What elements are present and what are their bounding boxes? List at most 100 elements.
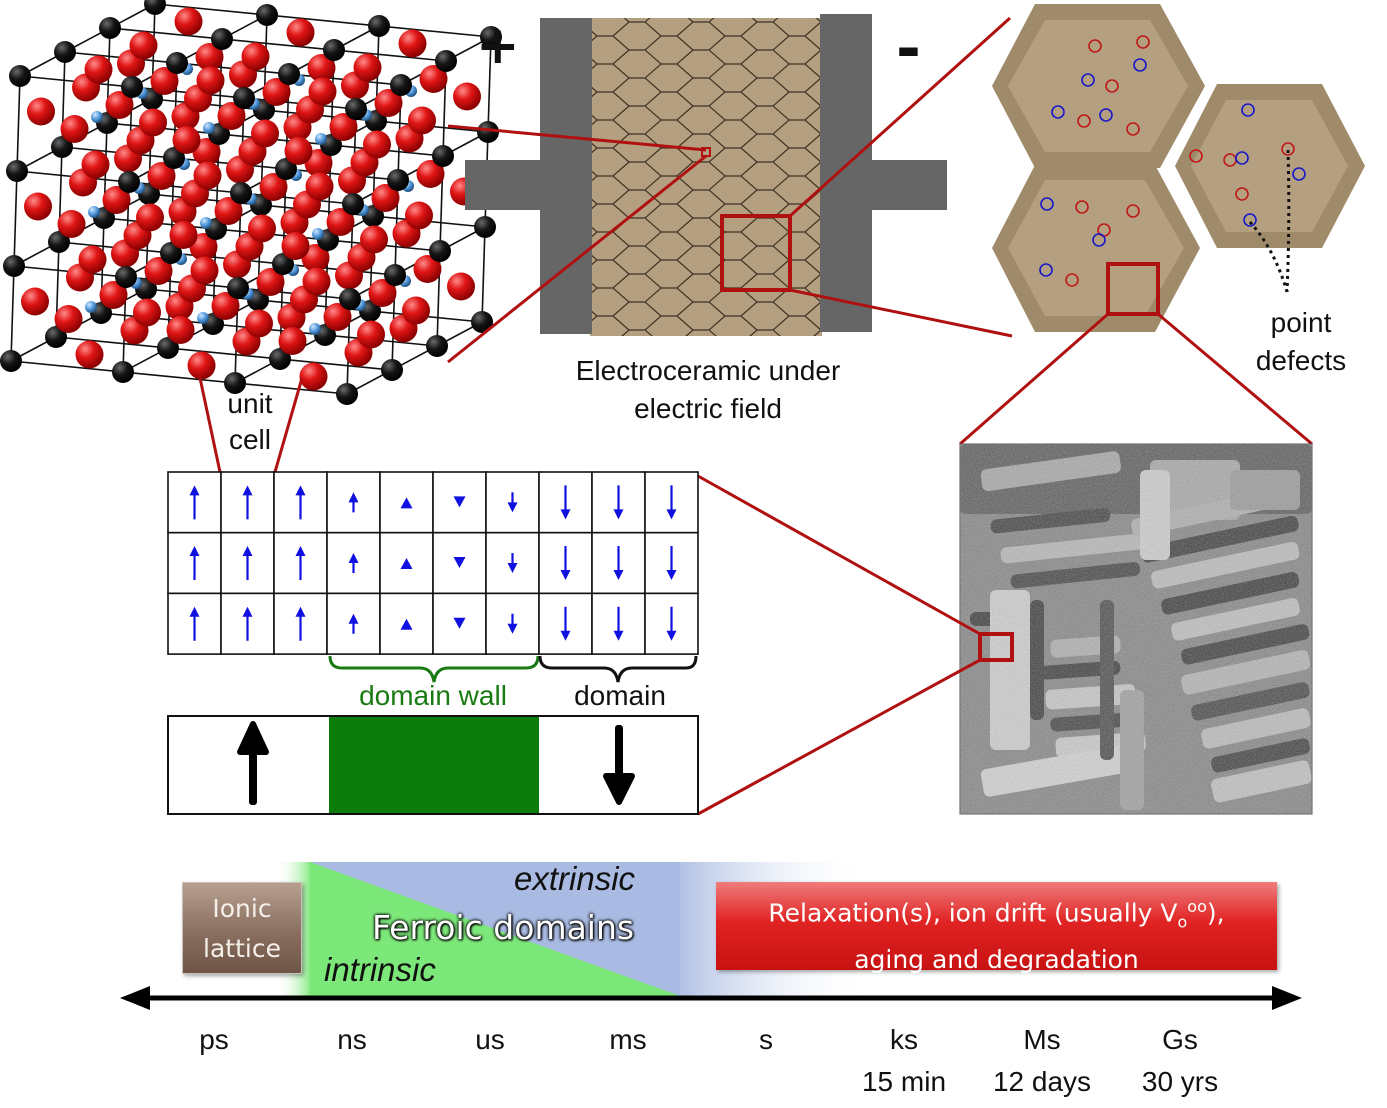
point-defects: [1039, 35, 1306, 287]
atom-black: [384, 264, 406, 286]
defect-red: [1075, 200, 1089, 214]
defect-red: [1235, 187, 1249, 201]
dipole-down-arrow-icon: [613, 606, 624, 641]
atom-black: [471, 311, 493, 333]
atom-red: [368, 279, 397, 307]
atom-red: [195, 43, 224, 71]
dipole-up-arrow-icon: [189, 546, 200, 581]
defect-blue: [1081, 73, 1095, 87]
tick-ps: ps: [154, 1022, 274, 1058]
atom-black: [48, 231, 70, 253]
electrode-right: [820, 14, 872, 332]
tick-label: s: [759, 1024, 773, 1055]
defect-blue: [1241, 103, 1255, 117]
relax-sub: o: [1177, 912, 1188, 932]
dipole-up-arrow-icon: [295, 606, 306, 641]
atom-red: [305, 172, 334, 201]
dipole-down-arrow-icon: [507, 553, 518, 574]
atom-red: [193, 161, 222, 190]
atom-red: [169, 221, 198, 249]
atom-black: [269, 348, 291, 370]
electroceramic-line1: Electroceramic under: [575, 355, 841, 386]
tick-label: ks: [890, 1024, 918, 1055]
relax-sup: oo: [1187, 897, 1207, 916]
atom-red: [419, 65, 448, 93]
dipole-up-arrow-icon: [295, 485, 306, 520]
intrinsic-band: [310, 862, 680, 996]
atom-red: [259, 173, 288, 201]
tick-ms: ms: [568, 1022, 688, 1058]
atom-red: [374, 89, 403, 117]
atom-black: [390, 74, 412, 96]
down-arrow-icon: [603, 725, 635, 805]
atom-red: [278, 327, 307, 355]
electroceramic: [465, 14, 947, 336]
timescale-bands: [276, 862, 870, 996]
atom-red: [78, 245, 107, 274]
atom-black: [426, 335, 448, 357]
atom-black: [429, 240, 451, 262]
dipole-down-arrow-icon: [560, 546, 571, 581]
relax-line1: Relaxation(s), ion drift (usually Vooo),: [716, 888, 1277, 941]
unit-cell-label: unit cell: [200, 386, 300, 458]
dipole-up-arrow-icon: [348, 492, 359, 513]
dipole-down-arrow-icon: [666, 485, 677, 520]
axis-arrow-right-icon: [1272, 986, 1302, 1010]
atom-red: [299, 362, 328, 391]
dipole-up-arrow-icon: [242, 485, 253, 520]
atom-red: [81, 150, 110, 179]
atom-red: [284, 137, 313, 165]
defect-red: [1189, 149, 1203, 163]
tick-note: 30 yrs: [1141, 1066, 1219, 1097]
atom-red: [413, 255, 442, 283]
ceramic-grains: [590, 18, 822, 336]
atom-black: [99, 17, 121, 39]
defect-red: [1065, 273, 1079, 287]
atom-blue: [203, 122, 215, 134]
defect-blue: [1040, 197, 1054, 211]
atom-red: [174, 7, 203, 36]
atom-black: [118, 171, 140, 193]
atom-red: [147, 162, 176, 190]
dipole-down-arrow-icon: [666, 606, 677, 641]
atom-red: [323, 303, 352, 331]
atom-black: [51, 136, 73, 158]
atom-red: [105, 91, 134, 119]
atom-red: [166, 316, 195, 344]
atom-red: [281, 232, 310, 260]
atom-red: [27, 97, 55, 126]
atom-red: [402, 296, 430, 325]
atom-blue: [91, 111, 103, 123]
atom-red: [405, 201, 433, 230]
atom-red: [302, 267, 331, 296]
defect-red: [1088, 39, 1102, 53]
atom-red: [129, 31, 158, 60]
atom-red: [398, 29, 427, 58]
dipole-up-arrow-icon: [400, 558, 413, 570]
atom-red: [453, 82, 481, 111]
atom-red: [84, 55, 113, 84]
atom-red: [360, 225, 388, 254]
defect-red: [1136, 35, 1150, 49]
atom-black: [227, 277, 249, 299]
atom-blue: [315, 133, 327, 145]
atom-red: [57, 210, 86, 238]
point-defects-line2: defects: [1255, 345, 1347, 376]
atom-black: [342, 193, 364, 215]
atom-red: [357, 320, 385, 349]
atom-red: [150, 67, 179, 95]
atom-black: [387, 169, 409, 191]
domain-micrograph: [959, 443, 1313, 815]
unit-cell-line1: unit: [227, 388, 273, 419]
defect-pointer: [1248, 221, 1289, 293]
atom-red: [99, 281, 128, 309]
dipole-up-arrow-icon: [295, 546, 306, 581]
ferroic-domains-label: Ferroic domains: [372, 908, 635, 947]
atom-red: [286, 18, 315, 47]
atom-black: [211, 28, 233, 50]
crystal-lattice: [0, 0, 502, 405]
dipole-up-arrow-icon: [189, 606, 200, 641]
electrode-left-tab: [465, 160, 545, 210]
